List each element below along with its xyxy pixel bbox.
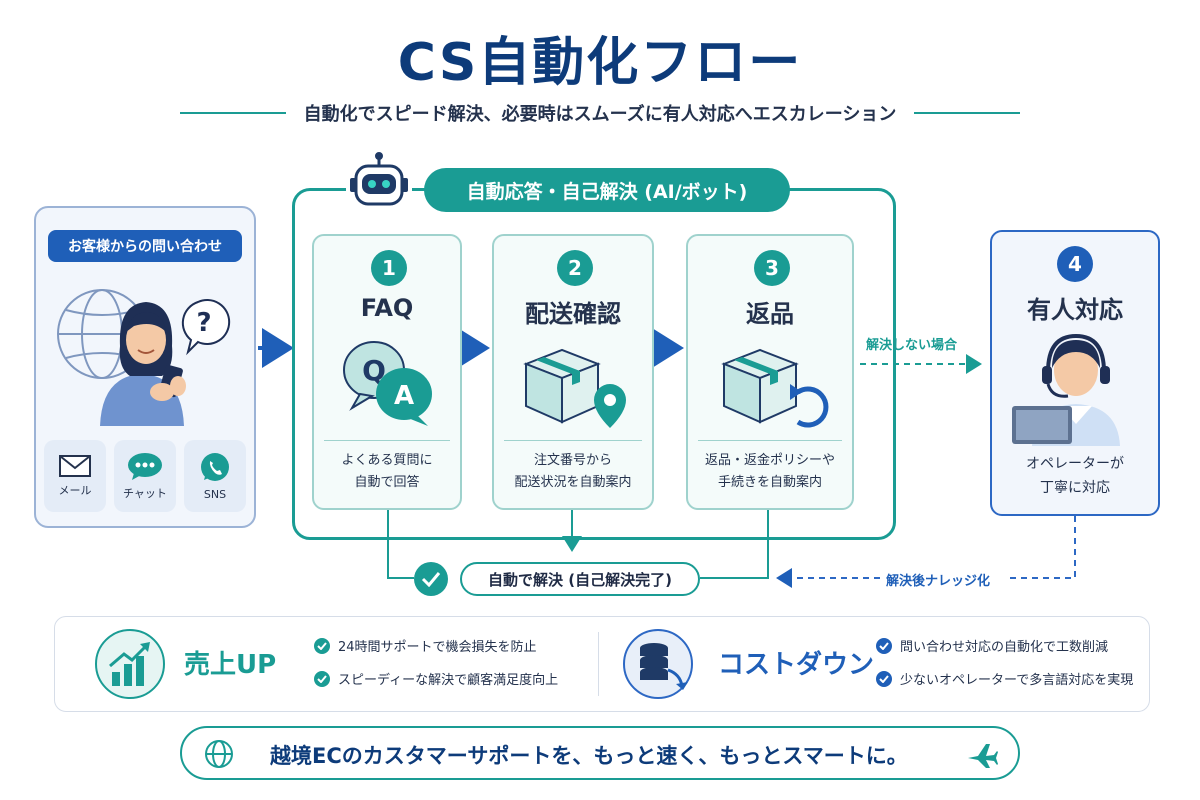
qa-bubbles-icon: Q A — [343, 341, 432, 426]
step-desc-line: 配送状況を自動案内 — [514, 475, 632, 490]
subtitle-line-right — [914, 112, 1020, 114]
subtitle-row: 自動化でスピード解決、必要時はスムーズに有人対応へエスカレーション — [180, 96, 1020, 130]
channel-label: メール — [58, 484, 92, 497]
line-knowledge — [1010, 516, 1076, 579]
channel-label: チャット — [123, 487, 167, 500]
step-card-faq[interactable]: 1 FAQ Q A よくある質問に 自動で回答 — [312, 234, 462, 510]
check-icon — [421, 572, 441, 587]
check-icon — [314, 637, 330, 654]
step-desc-line: よくある質問に — [341, 453, 433, 468]
subtitle: 自動化でスピード解決、必要時はスムーズに有人対応へエスカレーション — [303, 104, 897, 125]
benefit-text: スピーディーな解決で顧客満足度向上 — [338, 673, 559, 688]
step-number: 3 — [754, 250, 790, 286]
mail-icon — [59, 455, 91, 477]
benefits-panel — [54, 616, 1150, 712]
benefit-text: 問い合わせ対応の自動化で工数削減 — [900, 640, 1109, 655]
check-icon — [876, 637, 892, 654]
robot-icon — [350, 152, 408, 206]
customer-woman-icon: ? — [57, 289, 231, 426]
footer-text: 越境ECのカスタマーサポートを、もっと速く、もっとスマートに。 — [270, 744, 908, 768]
check-icon — [876, 670, 892, 687]
step-title: FAQ — [360, 294, 414, 322]
step-divider — [698, 440, 842, 441]
growth-chart-icon — [95, 629, 165, 699]
step-desc-line: 手続きを自動案内 — [717, 475, 822, 490]
human-panel[interactable]: 4 有人対応 オペレーターが 丁寧に対応 — [990, 230, 1160, 516]
cost-down-title: コストダウン — [718, 650, 875, 680]
channel-label: SNS — [203, 487, 227, 501]
benefit-item: 少ないオペレーターで多言語対応を実現 — [876, 669, 1133, 688]
benefit-item: 問い合わせ対応の自動化で工数削減 — [876, 636, 1133, 655]
subtitle-line-left — [180, 112, 286, 114]
step-card-shipping[interactable]: 2 配送確認 注文番号から 配送状況を自動案内 — [492, 234, 654, 510]
line-step3-resolve — [700, 510, 769, 579]
box-location-icon — [523, 348, 626, 428]
qa-q-letter: Q — [362, 354, 386, 387]
resolved-pill: 自動で解決 (自己解決完了) — [460, 562, 700, 596]
phone-bubble-icon — [201, 452, 229, 481]
step-number: 2 — [557, 250, 593, 286]
benefits-divider — [598, 632, 599, 696]
human-title: 有人対応 — [1027, 296, 1123, 324]
step-desc-line: 自動で回答 — [354, 475, 420, 490]
customer-tag: お客様からの問い合わせ — [48, 230, 242, 262]
database-down-icon — [623, 629, 693, 699]
channel-mail[interactable]: メール — [44, 440, 106, 512]
qa-a-letter: A — [394, 381, 414, 411]
step-card-returns[interactable]: 3 返品 返品・返金ポリシーや 手続きを自動案内 — [686, 234, 854, 510]
benefit-text: 少ないオペレーターで多言語対応を実現 — [900, 673, 1134, 688]
step-desc-line: 返品・返金ポリシーや — [704, 453, 835, 468]
step-description: よくある質問に 自動で回答 — [314, 450, 460, 494]
step-description: 返品・返金ポリシーや 手続きを自動案内 — [688, 450, 852, 494]
sales-up-title: 売上UP — [184, 650, 277, 680]
globe-icon — [205, 740, 233, 768]
benefit-text: 24時間サポートで機会損失を防止 — [338, 640, 537, 655]
box-return-icon — [721, 348, 829, 428]
knowledge-label: 解決後ナレッジ化 — [886, 574, 991, 589]
step-description: 注文番号から 配送状況を自動案内 — [494, 450, 652, 494]
step-number: 4 — [1057, 246, 1093, 282]
step-title: 配送確認 — [525, 300, 621, 328]
step-title: 返品 — [746, 300, 794, 328]
footer-banner: 越境ECのカスタマーサポートを、もっと速く、もっとスマートに。 — [180, 726, 1020, 780]
unresolved-label: 解決しない場合 — [866, 338, 958, 353]
sales-up-list: 24時間サポートで機会損失を防止 スピーディーな解決で顧客満足度向上 — [314, 636, 558, 688]
benefit-item: スピーディーな解決で顧客満足度向上 — [314, 669, 558, 688]
human-description: オペレーターが 丁寧に対応 — [992, 452, 1158, 500]
step-desc-line: 注文番号から — [533, 453, 612, 468]
benefit-item: 24時間サポートで機会損失を防止 — [314, 636, 558, 655]
airplane-icon — [968, 744, 998, 768]
step-divider — [324, 440, 450, 441]
line-step1-resolve — [387, 510, 414, 579]
check-icon — [314, 670, 330, 687]
human-desc-line: 丁寧に対応 — [1040, 480, 1110, 496]
channel-sns[interactable]: SNS — [184, 440, 246, 512]
bot-icon-wrap — [346, 150, 412, 216]
bot-tag: 自動応答・自己解決 (AI/ボット) — [424, 168, 790, 212]
step-divider — [504, 440, 642, 441]
question-mark: ? — [196, 308, 211, 338]
channel-chat[interactable]: チャット — [114, 440, 176, 512]
operator-icon — [1012, 333, 1120, 446]
page-title: CS自動化フロー — [397, 33, 803, 93]
chat-icon — [128, 453, 162, 480]
human-desc-line: オペレーターが — [1026, 456, 1124, 472]
step-number: 1 — [371, 250, 407, 286]
cost-down-list: 問い合わせ対応の自動化で工数削減 少ないオペレーターで多言語対応を実現 — [876, 636, 1133, 688]
check-circle — [414, 562, 448, 596]
